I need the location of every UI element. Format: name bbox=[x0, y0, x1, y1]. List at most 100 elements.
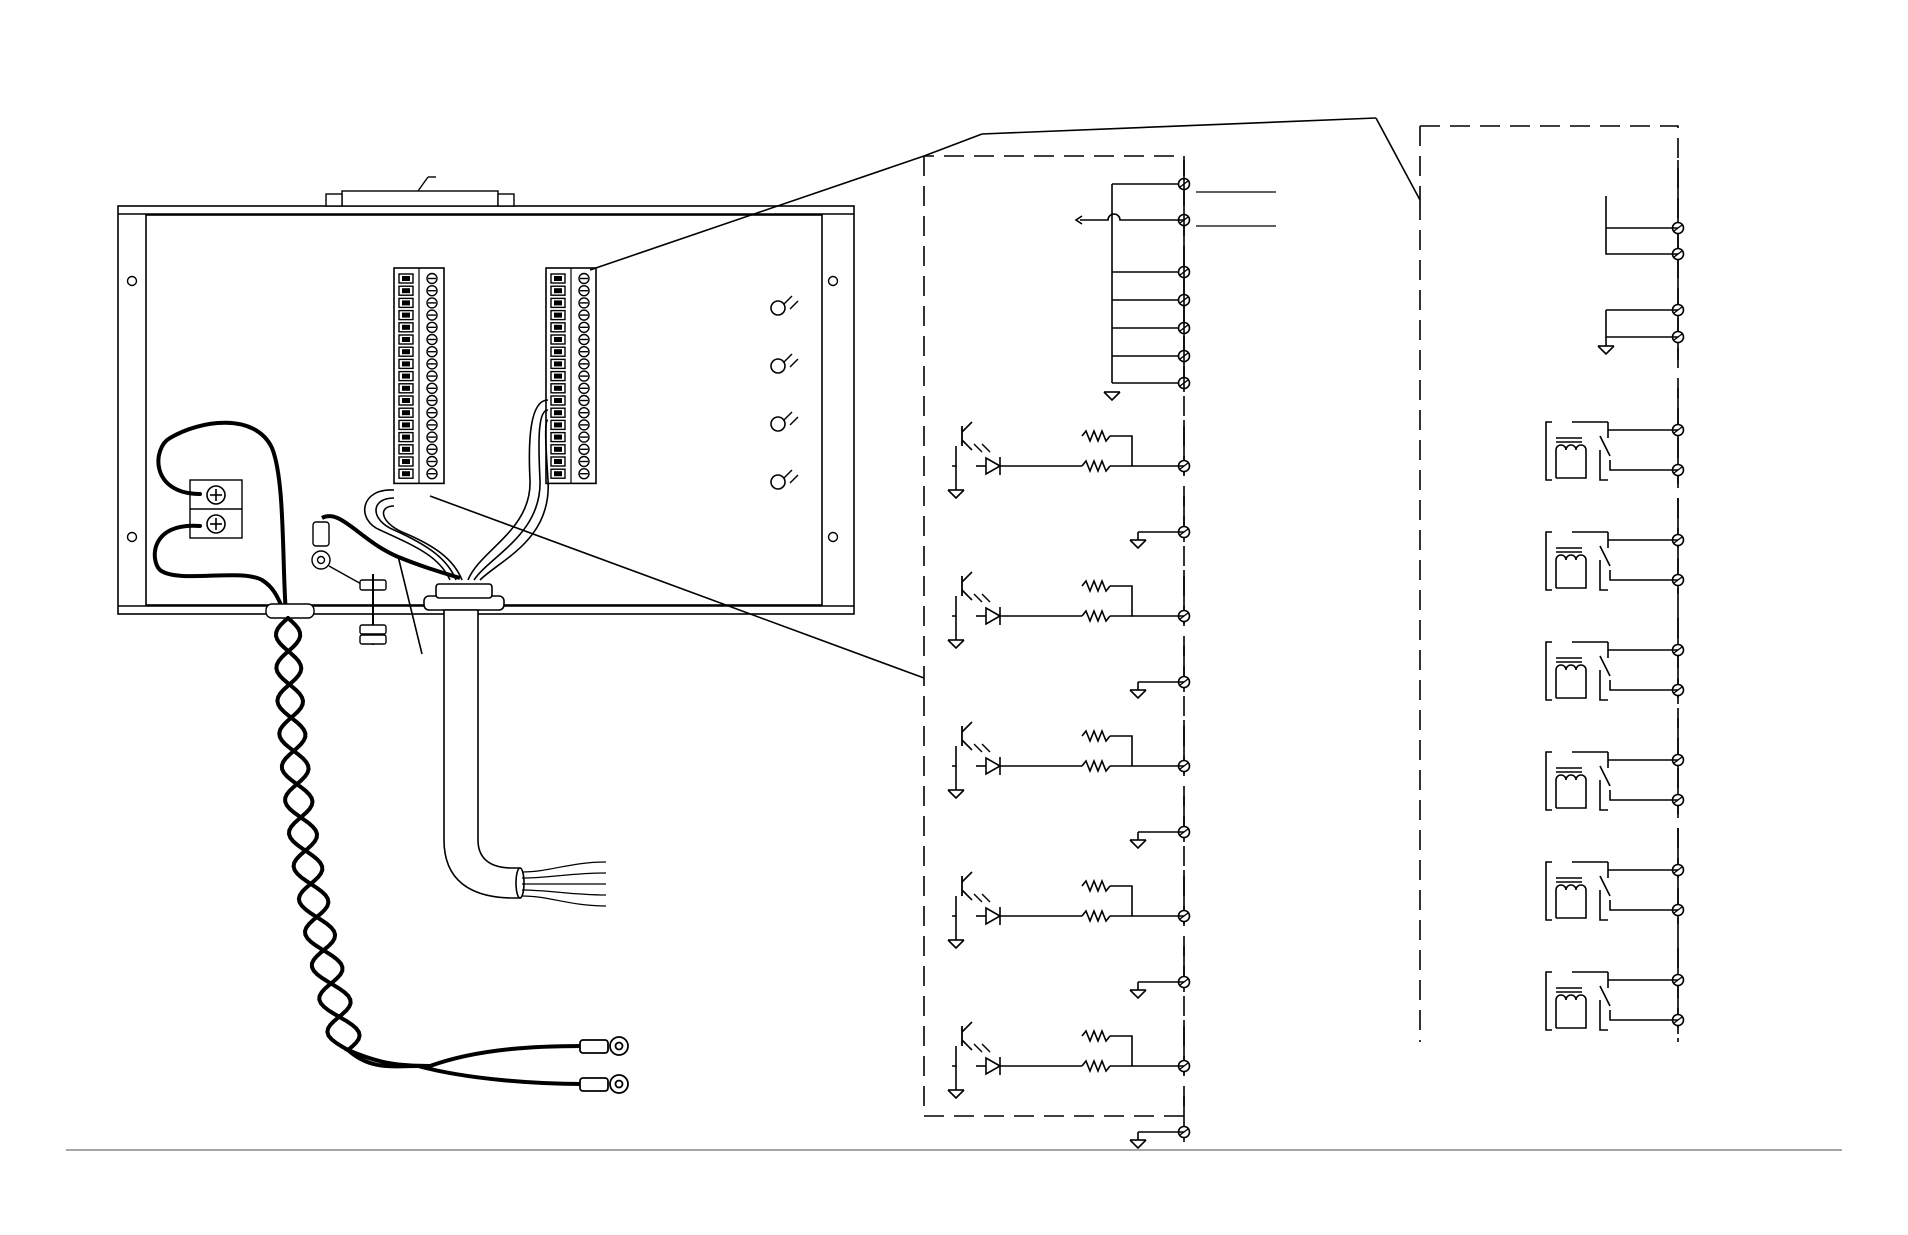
output-relay-coil bbox=[1555, 774, 1587, 809]
input-channel-led bbox=[985, 1056, 1002, 1076]
input-channel-phototransistor-emitter bbox=[961, 589, 973, 601]
input-supply-cross-arrow bbox=[1074, 215, 1083, 225]
mounting-screw-bottom-right bbox=[827, 531, 839, 543]
ring-lug-wire-2 bbox=[417, 1064, 583, 1086]
ring-lug-2-barrel bbox=[579, 1077, 609, 1092]
cord-strain-relief bbox=[265, 603, 315, 619]
cord-strain-relief-body bbox=[265, 603, 315, 619]
indicator-led-ray bbox=[783, 411, 793, 421]
callout-leader-top-to-input-box bbox=[589, 155, 925, 271]
input-channel-wire bbox=[1110, 735, 1184, 767]
input-channel-light-ray bbox=[981, 893, 991, 903]
terminal-strip-right-clamp-jaw bbox=[554, 349, 562, 355]
input-channel-phototransistor-collector bbox=[961, 421, 973, 433]
output-relay-contact-frame bbox=[1599, 1000, 1608, 1031]
db-connector-lug-left bbox=[325, 193, 343, 207]
terminal-strip-left-clamp-jaw bbox=[402, 361, 410, 367]
terminal-strip-left-clamp-jaw bbox=[402, 471, 410, 477]
cable-wire bbox=[521, 889, 607, 896]
ground-wire bbox=[321, 514, 461, 580]
output-relay-contact-arm bbox=[1599, 765, 1611, 787]
input-channel-phototransistor-lead bbox=[952, 596, 957, 617]
output-relay-contact-frame bbox=[1599, 670, 1608, 701]
terminal-strip-right-clamp-jaw bbox=[554, 398, 562, 403]
input-channel-resistor bbox=[1081, 908, 1111, 924]
output-relay-no-wire bbox=[1609, 680, 1678, 691]
terminal-strip-right-clamp-jaw bbox=[554, 300, 562, 306]
terminal-strip-left-clamp-jaw bbox=[402, 459, 410, 464]
input-channel-led bbox=[985, 606, 1002, 626]
mounting-screw-top-left bbox=[126, 275, 138, 287]
terminal-strip-left-clamp-jaw bbox=[402, 434, 410, 440]
ground-stud bbox=[311, 514, 461, 645]
mounting-screw-bottom-left bbox=[126, 531, 138, 543]
input-channel-resistor bbox=[1081, 608, 1111, 624]
callout-leader-top-connector bbox=[981, 117, 1377, 135]
terminal-strip-left-clamp-jaw bbox=[402, 288, 410, 294]
indicator-led-ray bbox=[783, 469, 793, 479]
ring-lug-2-hole bbox=[614, 1079, 624, 1089]
input-channel-ground-arrow bbox=[947, 939, 965, 950]
terminal-strip-right-clamp-jaw bbox=[554, 288, 562, 294]
terminal-strip-left bbox=[393, 267, 445, 485]
input-channel-phototransistor-lead bbox=[952, 1046, 957, 1067]
mounting-screws bbox=[126, 275, 839, 543]
indicator-led-ray bbox=[789, 416, 799, 426]
output-relay-contact-arm bbox=[1599, 545, 1611, 567]
input-channel-resistor bbox=[1081, 878, 1111, 894]
callout-leader-to-output-box bbox=[1375, 117, 1421, 201]
indicator-led-ray bbox=[783, 353, 793, 363]
output-top-ground-arrow bbox=[1597, 345, 1615, 356]
input-channel-phototransistor-lead bbox=[952, 446, 957, 467]
power-cord-lower-loop bbox=[152, 523, 288, 617]
indicator-led bbox=[770, 358, 786, 374]
terminal-strip-right-clamp-jaw bbox=[554, 373, 562, 379]
output-relay-frame bbox=[1545, 641, 1552, 701]
output-relay-no-wire bbox=[1609, 570, 1678, 581]
indicator-led bbox=[770, 300, 786, 316]
input-channel-led bbox=[985, 906, 1002, 926]
cable-wire bbox=[521, 872, 607, 879]
terminal-strip-left-clamp-jaw bbox=[402, 446, 410, 452]
twisted-pair-conductor-a bbox=[274, 616, 432, 1068]
cable-gland bbox=[423, 583, 525, 899]
input-channel-light-ray bbox=[981, 1043, 991, 1053]
indicator-led bbox=[770, 416, 786, 432]
input-channel-ground-arrow bbox=[947, 639, 965, 650]
mounting-screw-top-right bbox=[827, 275, 839, 287]
indicator-led bbox=[770, 474, 786, 490]
db-connector-leader bbox=[417, 176, 429, 192]
output-box-outline bbox=[1419, 125, 1679, 1042]
input-ground-symbol-arrow bbox=[1129, 839, 1147, 850]
input-channel-light-ray bbox=[973, 893, 983, 903]
enclosure-inner bbox=[145, 214, 823, 606]
input-channel-led bbox=[985, 456, 1002, 476]
input-channel-phototransistor-emitter bbox=[961, 439, 973, 451]
input-schematic bbox=[947, 160, 1276, 1150]
db-connector-body bbox=[341, 190, 499, 207]
indicator-led-ray bbox=[783, 295, 793, 305]
power-terminals bbox=[206, 485, 226, 534]
input-channel-phototransistor-collector bbox=[961, 721, 973, 733]
cable-gland-nut bbox=[435, 583, 493, 599]
input-channel-light-ray bbox=[973, 593, 983, 603]
ground-lug-hole bbox=[316, 555, 326, 565]
input-supply-cross-wire bbox=[1080, 213, 1184, 221]
output-relay-coil bbox=[1555, 884, 1587, 919]
enclosure bbox=[117, 205, 855, 615]
input-channel-phototransistor-emitter bbox=[961, 739, 973, 751]
input-channel-resistor bbox=[1081, 578, 1111, 594]
terminal-strip-right-clamp-jaw bbox=[554, 422, 562, 428]
output-relay-frame bbox=[1545, 531, 1552, 591]
terminal-strip-right-clamp-jaw bbox=[554, 446, 562, 452]
input-ground-symbol-arrow bbox=[1129, 539, 1147, 550]
input-channel-resistor bbox=[1081, 1028, 1111, 1044]
indicator-led-ray bbox=[789, 474, 799, 484]
internal-wires bbox=[363, 399, 549, 655]
input-channel-wire bbox=[1110, 435, 1184, 467]
input-channel-phototransistor-emitter bbox=[961, 1039, 973, 1051]
terminal-strip-left-clamp-jaw bbox=[402, 300, 410, 306]
ring-lug-1-barrel bbox=[579, 1039, 609, 1054]
output-relay-frame bbox=[1545, 421, 1552, 481]
